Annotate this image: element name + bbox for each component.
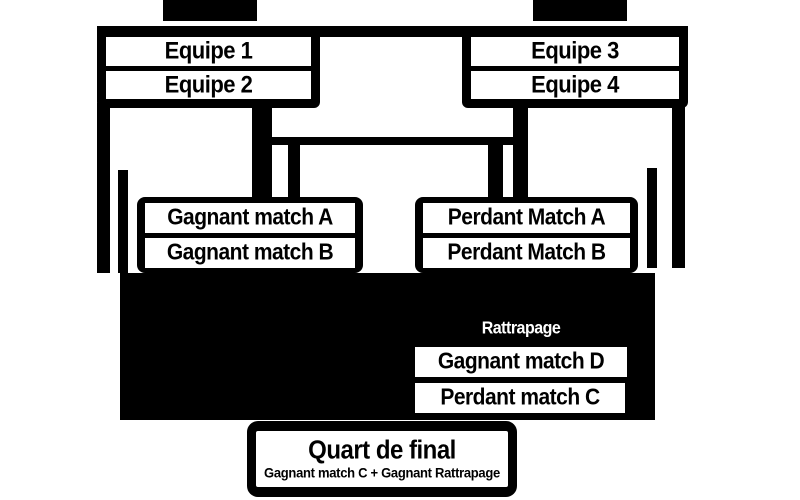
losers-box: Perdant Match A Perdant Match B (415, 197, 638, 273)
match-label: Gagnant match B (166, 240, 334, 265)
final-box: Quart de final Gagnant match C + Gagnant… (247, 421, 517, 497)
connector-right-stub (647, 168, 657, 268)
final-subtitle: Gagnant match C + Gagnant Rattrapage (264, 464, 500, 481)
team-label: Equipe 3 (531, 37, 619, 65)
connector-mid-line (252, 137, 528, 145)
team-slot-equipe-2: Equipe 2 (106, 70, 311, 99)
match-label: Gagnant match A (167, 205, 333, 230)
pool-b-box: Equipe 3 Equipe 4 (462, 26, 688, 108)
repechage-slot-gagnant-d: Gagnant match D (415, 347, 627, 377)
connector-left-inner-drop (288, 145, 300, 197)
connector-right-outer-drop (672, 103, 685, 268)
final-title: Quart de final (308, 435, 456, 466)
match-label: Perdant Match A (447, 205, 606, 230)
match-slot-perdant-a: Perdant Match A (423, 203, 630, 233)
team-label: Equipe 1 (164, 37, 253, 65)
match-slot-gagnant-b: Gagnant match B (145, 238, 355, 268)
team-slot-equipe-4: Equipe 4 (471, 70, 679, 99)
repechage-slot-perdant-c: Perdant match C (415, 383, 625, 413)
match-label: Perdant match C (440, 385, 600, 410)
connector-left-outer-drop (97, 103, 110, 273)
match-slot-gagnant-a: Gagnant match A (145, 203, 355, 233)
pool-a-box: Equipe 1 Equipe 2 (97, 26, 320, 108)
match-label: Perdant Match B (447, 240, 606, 265)
repechage-title: Rattrapage (415, 319, 627, 338)
team-slot-equipe-1: Equipe 1 (106, 37, 311, 66)
connector-right-inner-drop (488, 145, 503, 197)
match-slot-perdant-b: Perdant Match B (423, 238, 630, 268)
winners-box: Gagnant match A Gagnant match B (137, 197, 363, 273)
final-box-inner: Quart de final Gagnant match C + Gagnant… (256, 431, 508, 487)
connector-left-stub (118, 170, 128, 273)
team-label: Equipe 4 (531, 70, 619, 98)
connector-right-t-drop (513, 103, 528, 197)
match-label: Gagnant match D (437, 349, 605, 374)
team-label: Equipe 2 (164, 70, 253, 98)
repechage-title-label: Rattrapage (481, 319, 561, 338)
top-connector-line (97, 26, 688, 37)
team-slot-equipe-3: Equipe 3 (471, 37, 679, 66)
pool-a-tab (163, 0, 257, 21)
connector-left-t-drop (252, 107, 272, 197)
pool-b-tab (533, 0, 627, 21)
